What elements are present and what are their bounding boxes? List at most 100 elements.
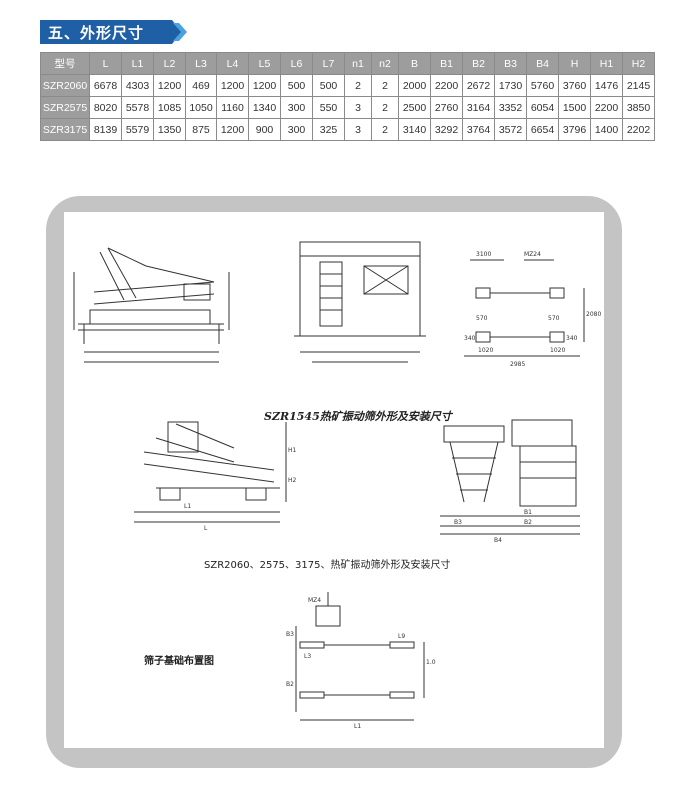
szr2060-front-view (440, 419, 580, 535)
header-cell: L3 (185, 52, 217, 75)
table-cell: 4303 (121, 74, 154, 97)
szr2060-side-view (134, 421, 287, 523)
table-cell: 8020 (89, 96, 122, 119)
szr1545-side-view (73, 247, 230, 363)
banner-arrow-shape (40, 20, 187, 44)
table-cell: 3292 (430, 118, 463, 141)
header-cell: B4 (526, 52, 559, 75)
table-cell: 1050 (185, 96, 217, 119)
table-cell: 875 (185, 118, 217, 141)
label-340-left: 340 (464, 335, 476, 342)
table-cell: 6678 (89, 74, 122, 97)
table-cell: 3 (344, 96, 372, 119)
label-found-l9: L9 (398, 633, 405, 640)
technical-drawings: 3100 MZ24 570 570 2080 1020 1020 2985 34… (73, 241, 601, 730)
drawing-sheet: 3100 MZ24 570 570 2080 1020 1020 2985 34… (64, 212, 604, 748)
table-cell: 1340 (248, 96, 281, 119)
table-cell: 2760 (430, 96, 463, 119)
table-cell: 2 (371, 74, 399, 97)
label-570-left: 570 (476, 315, 488, 322)
table-cell: 500 (280, 74, 313, 97)
table-row: SZR2575 8020 5578 1085 1050 1160 1340 30… (40, 96, 655, 119)
szr1545-foundation-plan (464, 259, 585, 357)
header-cell: H1 (590, 52, 623, 75)
label-found-l3: L3 (304, 653, 311, 660)
header-cell: n2 (371, 52, 399, 75)
table-cell: 2 (344, 74, 372, 97)
label-mz4: MZ4 (308, 597, 321, 604)
table-cell: 1400 (590, 118, 623, 141)
label-2985: 2985 (510, 361, 525, 368)
label-b1: B1 (524, 509, 532, 516)
header-cell: L6 (280, 52, 313, 75)
label-1020-left: 1020 (478, 347, 493, 354)
header-cell: 型号 (40, 52, 90, 75)
table-row: SZR2060 6678 4303 1200 469 1200 1200 500… (40, 74, 655, 97)
table-cell: 1200 (216, 118, 249, 141)
table-cell: 2200 (590, 96, 623, 119)
table-cell: 2 (371, 96, 399, 119)
label-b4: B4 (494, 537, 502, 544)
header-cell: B3 (494, 52, 527, 75)
header-cell: L5 (248, 52, 281, 75)
table-cell: 2 (371, 118, 399, 141)
table-cell: 1160 (216, 96, 249, 119)
header-cell: H2 (622, 52, 655, 75)
table-row: SZR3175 8139 5579 1350 875 1200 900 300 … (40, 118, 655, 141)
label-l: L (204, 525, 208, 532)
model-cell: SZR2060 (40, 74, 90, 97)
table-cell: 3764 (462, 118, 495, 141)
table-cell: 1200 (248, 74, 281, 97)
label-h2: H2 (288, 477, 297, 484)
table-cell: 3760 (558, 74, 591, 97)
table-cell: 3850 (622, 96, 655, 119)
table-cell: 550 (312, 96, 345, 119)
label-found-b3: B3 (286, 631, 294, 638)
section-banner: 五、外形尺寸 (40, 18, 188, 46)
label-1020-right: 1020 (550, 347, 565, 354)
table-cell: 2145 (622, 74, 655, 97)
label-340-right: 340 (566, 335, 578, 342)
caption-szr2060: SZR2060、2575、3175、热矿振动筛外形及安装尺寸 (204, 560, 451, 571)
table-cell: 3572 (494, 118, 527, 141)
table-cell: 900 (248, 118, 281, 141)
section-title: 五、外形尺寸 (48, 24, 145, 42)
label-found-1-0: 1.0 (426, 659, 436, 666)
label-3100: 3100 (476, 251, 491, 258)
table-cell: 3164 (462, 96, 495, 119)
label-found-l1: L1 (354, 723, 361, 730)
label-570-right: 570 (548, 315, 560, 322)
header-cell: B (398, 52, 431, 75)
header-cell: L1 (121, 52, 154, 75)
table-cell: 2202 (622, 118, 655, 141)
header-cell: L (89, 52, 122, 75)
table-cell: 1476 (590, 74, 623, 97)
label-2080: 2080 (586, 311, 601, 318)
table-cell: 3140 (398, 118, 431, 141)
header-cell: n1 (344, 52, 372, 75)
table-cell: 469 (185, 74, 217, 97)
table-cell: 1350 (153, 118, 186, 141)
label-l1: L1 (184, 503, 191, 510)
table-cell: 325 (312, 118, 345, 141)
label-h1: H1 (288, 447, 297, 454)
dimensions-table: 型号 L L1 L2 L3 L4 L5 L6 L7 n1 n2 B B1 B2 … (40, 52, 655, 141)
model-cell: SZR3175 (40, 118, 90, 141)
header-cell: B1 (430, 52, 463, 75)
table-cell: 2000 (398, 74, 431, 97)
table-cell: 6054 (526, 96, 559, 119)
table-cell: 8139 (89, 118, 122, 141)
model-cell: SZR2575 (40, 96, 90, 119)
table-cell: 300 (280, 118, 313, 141)
table-cell: 2200 (430, 74, 463, 97)
header-cell: B2 (462, 52, 495, 75)
table-cell: 3352 (494, 96, 527, 119)
table-cell: 1085 (153, 96, 186, 119)
header-cell: L4 (216, 52, 249, 75)
table-cell: 300 (280, 96, 313, 119)
table-cell: 1730 (494, 74, 527, 97)
table-cell: 5760 (526, 74, 559, 97)
table-cell: 3796 (558, 118, 591, 141)
table-cell: 5578 (121, 96, 154, 119)
table-cell: 3 (344, 118, 372, 141)
